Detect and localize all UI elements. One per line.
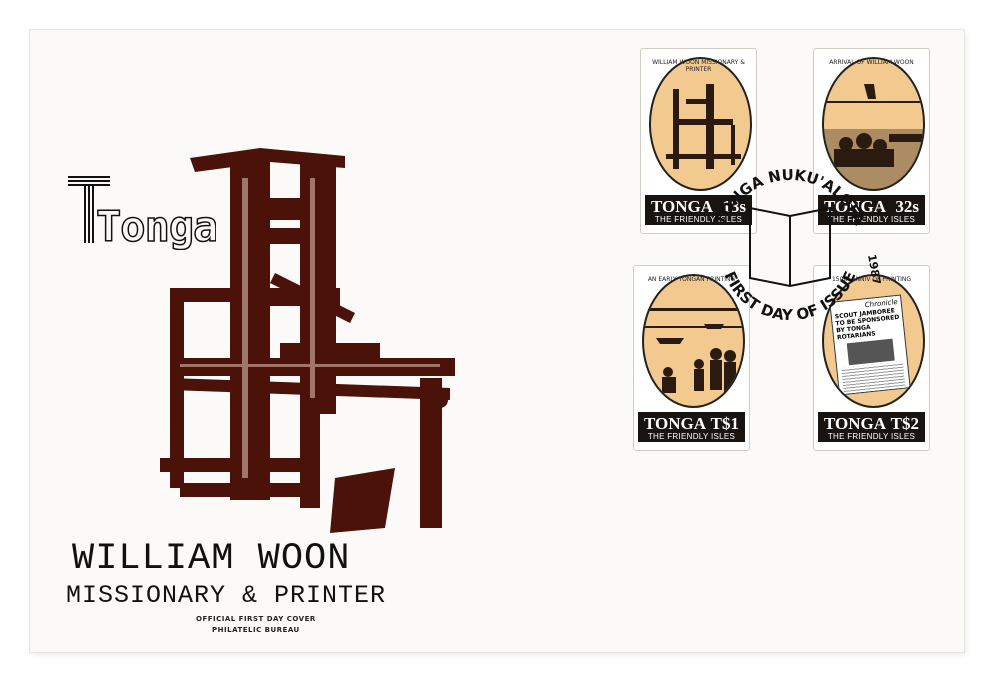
stamp-country: TONGA — [651, 197, 714, 216]
logo-text: Tonga — [96, 202, 216, 250]
stamp-subtitle: THE FRIENDLY ISLES — [647, 432, 736, 441]
cover-subtitle: MISSIONARY & PRINTER — [66, 581, 387, 610]
stamp-country: TONGA — [824, 414, 887, 433]
stamp-subtitle: THE FRIENDLY ISLES — [827, 432, 916, 441]
envelope — [30, 30, 964, 652]
open-book-icon — [749, 206, 831, 288]
tonga-logo: Tonga — [68, 176, 216, 250]
postmark-date: 1987 — [865, 253, 883, 285]
stamp-vignette: Chronicle SCOUT JAMBOREE TO BE SPONSORED… — [822, 274, 925, 408]
stamp-value: 32s — [895, 197, 919, 216]
stamp-country: TONGA — [644, 414, 707, 433]
cover-title: WILLIAM WOON — [72, 538, 351, 580]
stamp-value-bar: TONGA T$1 THE FRIENDLY ISLES — [638, 412, 745, 442]
stamp-value: T$2 — [890, 414, 919, 433]
printing-press-illustration — [160, 148, 455, 533]
first-day-postmark: TONGA NUKU'ALOFA FIRST DAY OF ISSUE 1987 — [711, 166, 883, 324]
stamp-13s: WILLIAM WOON MISSIONARY & PRINTER TONGA … — [640, 48, 757, 234]
stamp-t1: AN EARLY TONGAN PRINTING TONGA T$1 THE F… — [633, 265, 750, 451]
official-fdc-label: OFFICIAL FIRST DAY COVER PHILATELIC BURE… — [196, 614, 316, 636]
stamp-value-bar: TONGA T$2 THE FRIENDLY ISLES — [818, 412, 925, 442]
stamp-value: 13s — [722, 197, 746, 216]
stamp-country: TONGA — [824, 197, 887, 216]
stamp-value-bar: TONGA 13s THE FRIENDLY ISLES — [645, 195, 752, 225]
stamp-caption: 150th ANNIV OF PRINTING — [831, 276, 912, 283]
stamp-value: T$1 — [710, 414, 739, 433]
newspaper-columns — [841, 361, 906, 394]
official-line: OFFICIAL FIRST DAY COVER — [196, 615, 316, 623]
stamp-32s: ARRIVAL OF WILLIAM WOON TONGA 32s THE FR… — [813, 48, 930, 234]
beach-vignette — [644, 308, 743, 393]
stamp-value-bar: TONGA 32s THE FRIENDLY ISLES — [818, 195, 925, 225]
stamp-subtitle: THE FRIENDLY ISLES — [827, 215, 916, 224]
stamp-vignette — [642, 274, 745, 408]
bureau-line: PHILATELIC BUREAU — [212, 626, 300, 634]
stamp-t2: Chronicle SCOUT JAMBOREE TO BE SPONSORED… — [813, 265, 930, 451]
stamp-vignette — [649, 57, 752, 191]
stamp-caption: AN EARLY TONGAN PRINTING — [647, 276, 736, 283]
arrival-vignette — [824, 84, 923, 189]
stamp-subtitle: THE FRIENDLY ISLES — [654, 215, 743, 224]
press-vignette — [666, 84, 741, 169]
stamp-vignette — [822, 57, 925, 191]
stamp-caption: WILLIAM WOON MISSIONARY & PRINTER — [652, 59, 745, 73]
stamp-caption: ARRIVAL OF WILLIAM WOON — [829, 59, 914, 66]
